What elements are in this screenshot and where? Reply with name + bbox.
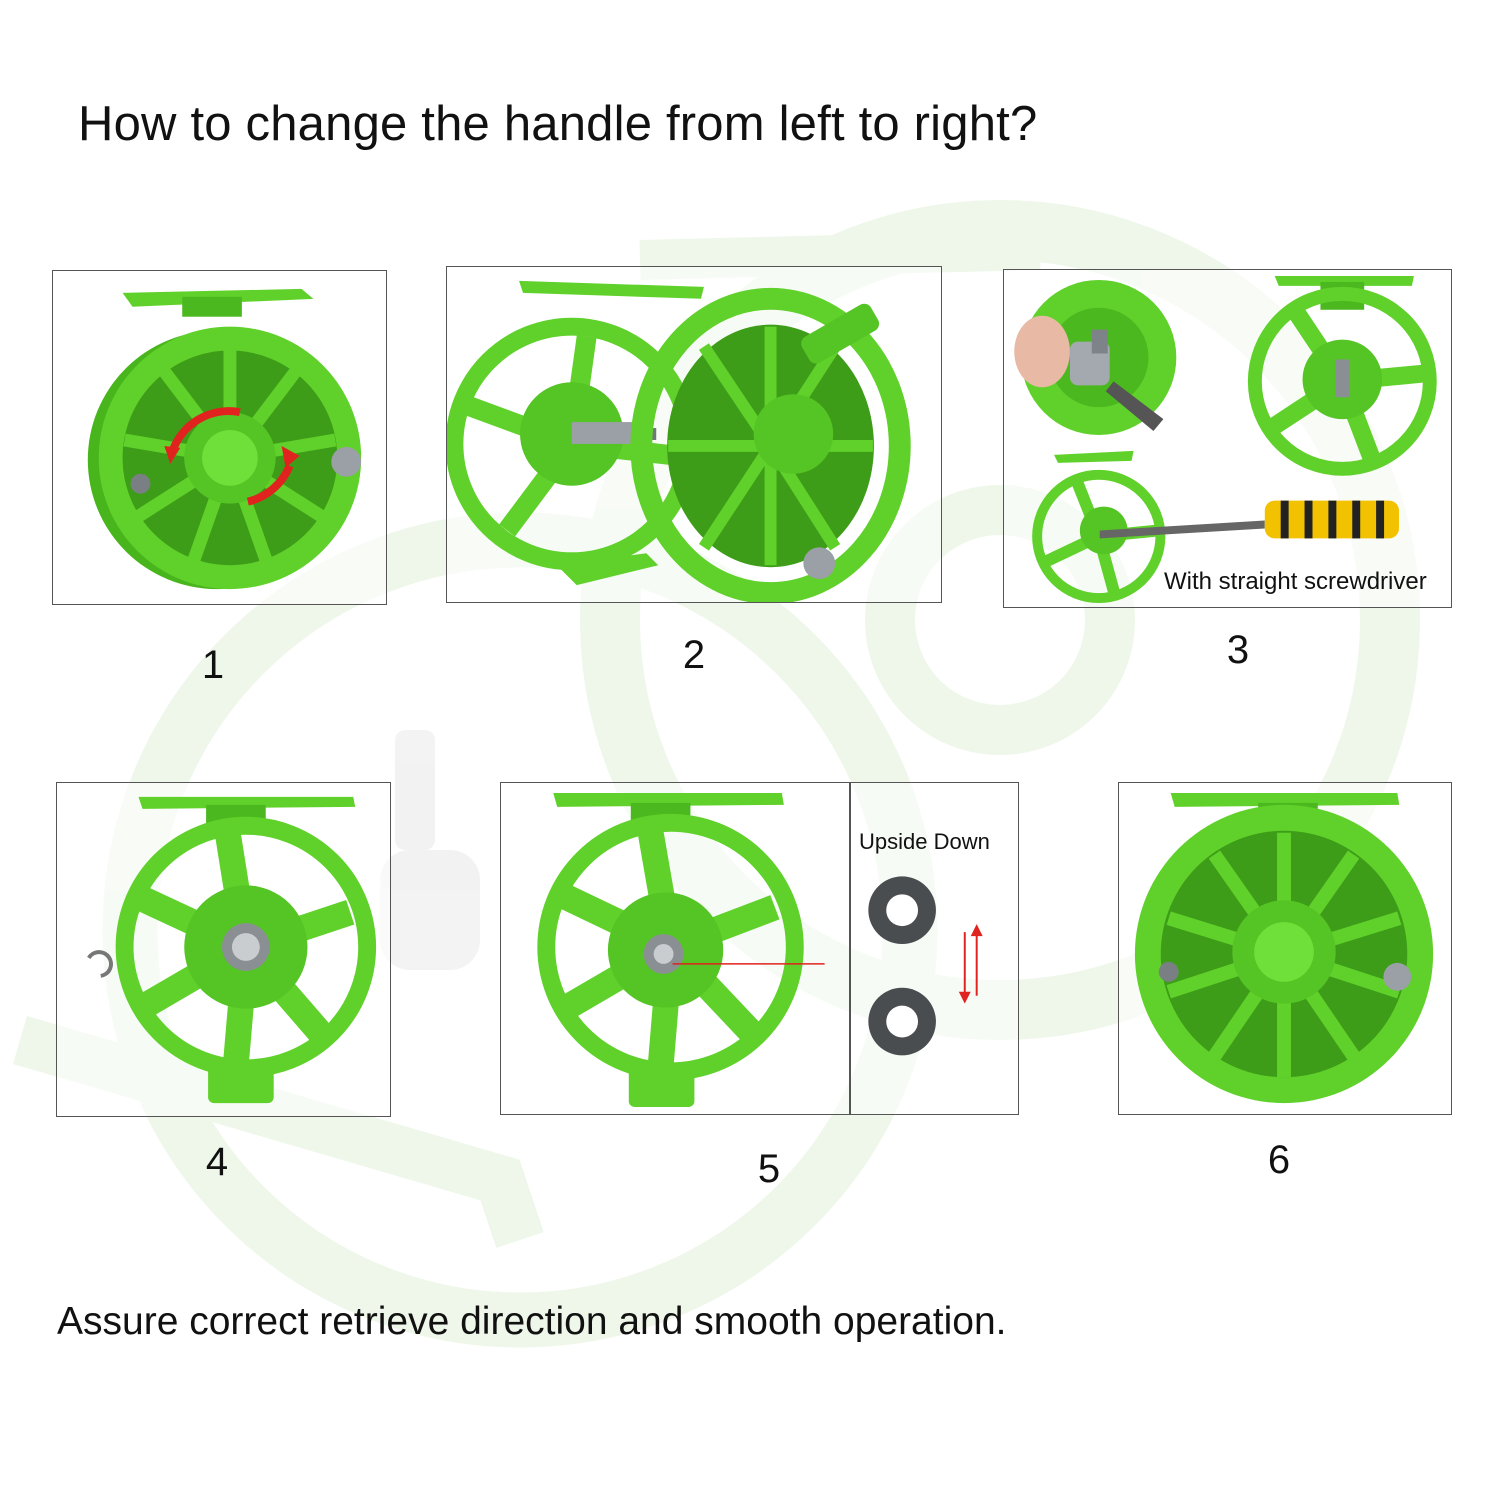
step-1-panel — [52, 270, 387, 605]
reel-screwdriver-icon — [1014, 275, 1437, 604]
step-5-caption: Upside Down — [859, 829, 990, 854]
step-3-caption: With straight screwdriver — [1164, 568, 1427, 595]
reel-spool-removed-icon — [447, 280, 911, 602]
step-6-number: 6 — [1267, 1138, 1291, 1182]
bearing-ring-top — [868, 876, 936, 945]
step-4-number: 4 — [205, 1140, 229, 1184]
step-4-panel — [56, 782, 391, 1117]
step-6-panel — [1118, 782, 1452, 1115]
page-footer: Assure correct retrieve direction and sm… — [57, 1300, 1007, 1343]
fly-reel-front-icon — [87, 288, 362, 590]
step-2-panel — [446, 266, 942, 603]
step-3-number: 3 — [1226, 628, 1250, 672]
step-5-divider — [849, 783, 851, 1114]
step-5-panel: Upside Down — [500, 782, 1019, 1115]
fly-reel-reassembled-icon — [1134, 792, 1434, 1104]
page-title: How to change the handle from left to ri… — [78, 97, 1038, 151]
step-1-number: 1 — [201, 643, 225, 687]
reel-bearing-flip-icon — [537, 792, 983, 1108]
step-5-number: 5 — [757, 1147, 781, 1191]
reel-frame-clip-removed-icon — [87, 796, 377, 1104]
step-3-panel: With straight screwdriver — [1003, 269, 1452, 608]
bearing-ring-bottom — [868, 987, 936, 1056]
step-2-number: 2 — [682, 633, 706, 677]
